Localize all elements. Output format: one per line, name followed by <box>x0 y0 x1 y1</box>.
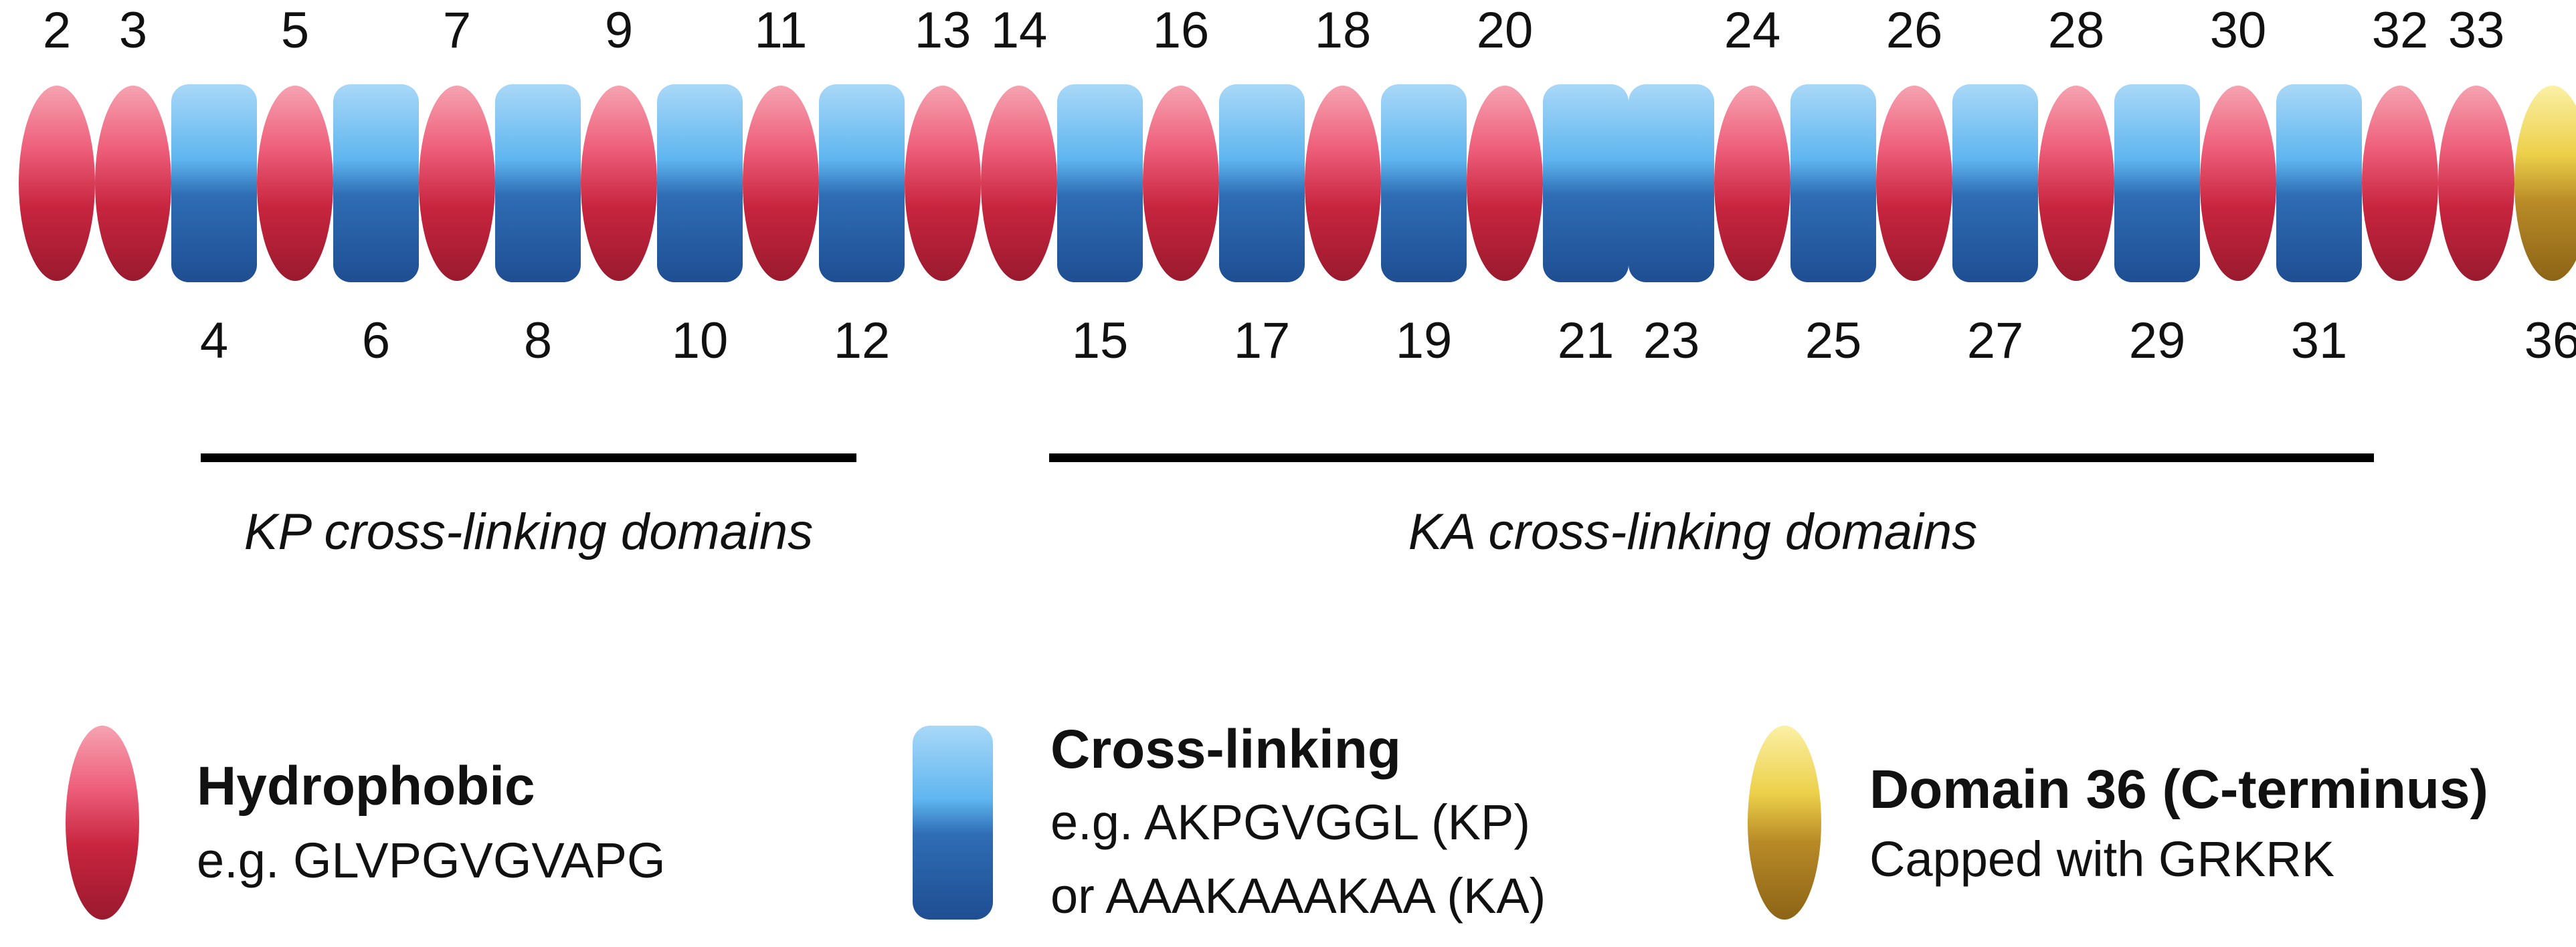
domain-14-hydrophobic <box>981 86 1057 281</box>
legend-cterminus-example: Capped with GRKRK <box>1869 831 2335 887</box>
domain-number-label: 12 <box>833 312 891 369</box>
domain-number-label: 26 <box>1885 2 1943 59</box>
domain-9-hydrophobic <box>581 86 657 281</box>
domain-31-crosslink <box>2276 84 2362 282</box>
domain-number-label: 30 <box>2209 2 2267 59</box>
domain-number-label: 20 <box>1476 2 1534 59</box>
domain-number-label: 29 <box>2128 312 2186 369</box>
domain-number-label: 14 <box>990 2 1048 59</box>
domain-number-label: 21 <box>1557 312 1615 369</box>
domain-28-hydrophobic <box>2038 86 2114 281</box>
domain-number-label: 13 <box>914 2 972 59</box>
domain-16-hydrophobic <box>1143 86 1219 281</box>
domain-number-label: 5 <box>280 2 310 59</box>
domain-25-crosslink <box>1790 84 1876 282</box>
domain-number-label: 11 <box>754 2 808 59</box>
domain-4-crosslink <box>171 84 257 282</box>
domain-27-crosslink <box>1952 84 2038 282</box>
legend-cterminus-title: Domain 36 (C-terminus) <box>1869 759 2488 820</box>
ka-region-bar <box>1049 453 2374 462</box>
domain-7-hydrophobic <box>419 86 495 281</box>
domain-number-label: 28 <box>2047 2 2105 59</box>
domain-number-label: 4 <box>199 312 229 369</box>
domain-number-label: 17 <box>1233 312 1291 369</box>
domain-number-label: 31 <box>2290 312 2348 369</box>
domain-11-hydrophobic <box>743 86 819 281</box>
domain-number-label: 36 <box>2524 312 2576 369</box>
kp-region-bar <box>201 453 856 462</box>
legend-crosslink-title: Cross-linking <box>1050 719 1401 780</box>
domain-29-crosslink <box>2114 84 2200 282</box>
domain-24-hydrophobic <box>1714 86 1790 281</box>
legend-hydrophobic-title: Hydrophobic <box>197 756 535 817</box>
domain-number-label: 23 <box>1643 312 1700 369</box>
domain-number-label: 10 <box>671 312 729 369</box>
domain-15-crosslink <box>1057 84 1143 282</box>
legend-crosslink-example-kp: e.g. AKPGVGGL (KP) <box>1050 795 1530 850</box>
domain-2-hydrophobic <box>19 86 95 281</box>
domain-20-hydrophobic <box>1467 86 1543 281</box>
domain-6-crosslink <box>333 84 419 282</box>
domain-8-crosslink <box>495 84 581 282</box>
domain-number-label: 15 <box>1071 312 1129 369</box>
domain-33-hydrophobic <box>2438 86 2514 281</box>
domain-number-label: 18 <box>1314 2 1372 59</box>
domain-number-label: 25 <box>1805 312 1862 369</box>
domain-12-crosslink <box>819 84 905 282</box>
domain-36-cterminus <box>2514 86 2576 281</box>
domain-number-label: 8 <box>523 312 553 369</box>
domain-number-label: 2 <box>42 2 72 59</box>
domain-32-hydrophobic <box>2362 86 2438 281</box>
domain-10-crosslink <box>657 84 743 282</box>
domain-number-label: 7 <box>442 2 472 59</box>
domain-number-label: 27 <box>1966 312 2024 369</box>
legend-cterminus-swatch <box>1748 726 1821 920</box>
domain-18-hydrophobic <box>1305 86 1381 281</box>
domain-26-hydrophobic <box>1876 86 1952 281</box>
legend-hydrophobic-swatch <box>66 726 139 920</box>
ka-region-label: KA cross-linking domains <box>1408 504 1978 560</box>
domain-number-label: 16 <box>1152 2 1210 59</box>
legend-crosslink-example-ka: or AAAKAAAKAA (KA) <box>1050 868 1546 924</box>
domain-number-label: 19 <box>1395 312 1453 369</box>
domain-13-hydrophobic <box>905 86 981 281</box>
domain-number-label: 3 <box>118 2 148 59</box>
kp-region-label: KP cross-linking domains <box>244 504 814 560</box>
domain-23-crosslink <box>1629 84 1714 282</box>
domain-number-label: 6 <box>361 312 391 369</box>
domain-3-hydrophobic <box>95 86 171 281</box>
domain-21-crosslink <box>1543 84 1629 282</box>
domain-19-crosslink <box>1381 84 1467 282</box>
domain-number-label: 9 <box>604 2 634 59</box>
domain-number-label: 33 <box>2448 2 2505 59</box>
legend-hydrophobic-example: e.g. GLVPGVGVAPG <box>197 833 666 888</box>
domain-30-hydrophobic <box>2200 86 2276 281</box>
domain-5-hydrophobic <box>257 86 333 281</box>
domain-number-label: 32 <box>2371 2 2429 59</box>
legend-crosslink-swatch <box>913 726 993 920</box>
domain-number-label: 24 <box>1724 2 1781 59</box>
domain-17-crosslink <box>1219 84 1305 282</box>
